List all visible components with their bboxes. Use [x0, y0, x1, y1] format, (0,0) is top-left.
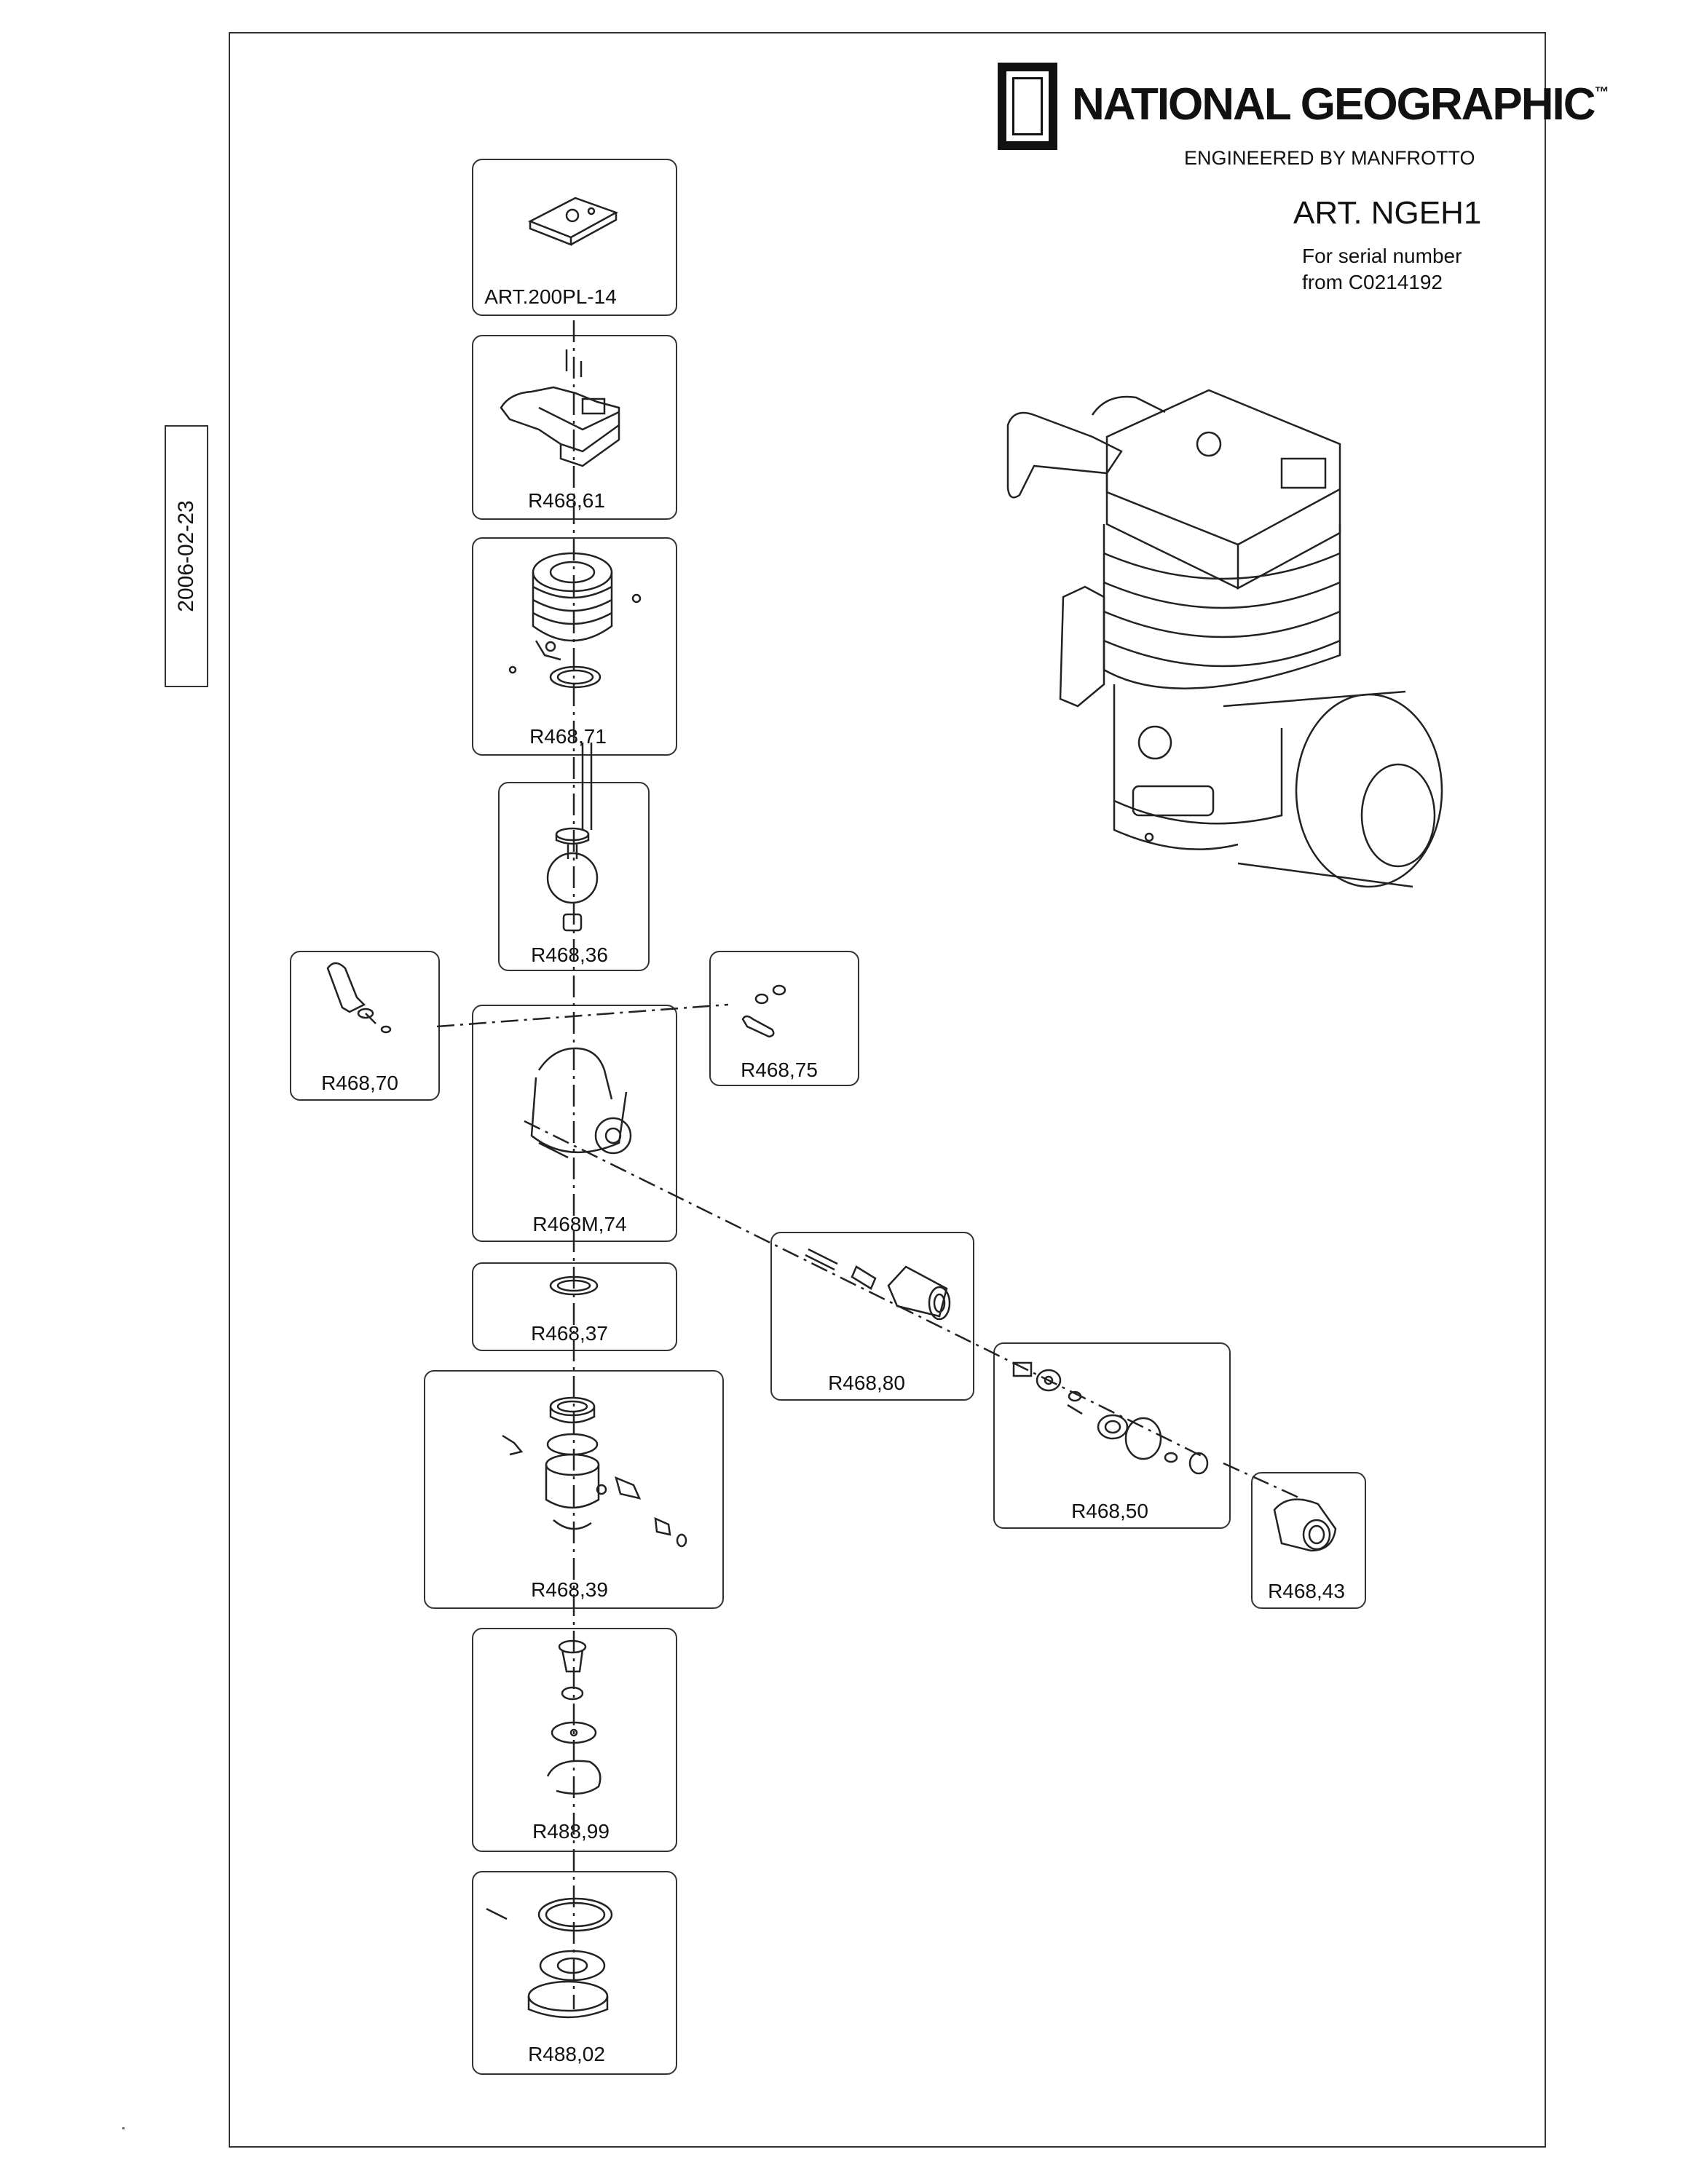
part-label: R488,02	[528, 2043, 605, 2065]
margin-mark	[122, 2127, 125, 2129]
serial-note-line2: from C0214192	[1302, 271, 1443, 293]
knob-axis-line	[436, 1003, 729, 1028]
part-label: R468,39	[531, 1578, 608, 1601]
ball-icon	[546, 827, 599, 932]
quick-release-plate-icon	[527, 197, 619, 246]
part-label: R468,70	[321, 1072, 398, 1094]
part-label: R468M,74	[532, 1213, 627, 1235]
part-label: R468,61	[528, 489, 605, 512]
part-box-r468-71[interactable]	[472, 537, 677, 756]
collar-icon	[508, 552, 642, 689]
tension-adjuster-icon	[805, 1248, 951, 1321]
clamp-assembly-icon	[500, 349, 620, 467]
part-label: ART.200PL-14	[484, 285, 617, 308]
locking-knob-icon	[326, 962, 392, 1034]
part-label: R468,80	[828, 1372, 905, 1394]
part-label: R468,50	[1071, 1500, 1148, 1522]
part-box-200pl-14[interactable]	[472, 159, 677, 316]
part-box-r468-36[interactable]	[498, 782, 650, 971]
diagonal-axis-line	[524, 1120, 1202, 1457]
part-label: R468,71	[529, 725, 607, 748]
adjuster-parts-icon	[1012, 1361, 1209, 1475]
part-label: R468,43	[1268, 1580, 1345, 1602]
part-box-r468-75[interactable]	[709, 951, 859, 1086]
assembled-ball-head-icon	[1006, 389, 1443, 888]
retaining-parts-icon	[546, 1639, 602, 1795]
drawing-frame	[229, 32, 1546, 2148]
brand-name: NATIONAL GEOGRAPHIC™	[1072, 79, 1609, 130]
pin-set-icon	[741, 984, 786, 1038]
head-body-icon	[530, 1047, 632, 1159]
panning-assembly-icon	[502, 1396, 687, 1548]
part-label: R468,36	[531, 943, 608, 966]
part-box-r468-80[interactable]	[770, 1232, 974, 1401]
date-box	[165, 425, 208, 687]
engineered-by: ENGINEERED BY MANFROTTO	[1184, 147, 1475, 169]
diagonal-axis-extension	[1223, 1462, 1304, 1501]
article-number: ART. NGEH1	[1293, 195, 1482, 231]
part-box-r468-43[interactable]	[1251, 1472, 1366, 1609]
part-label: R488,99	[532, 1820, 610, 1843]
part-label: R468,75	[741, 1059, 818, 1081]
part-label: R468,37	[531, 1322, 608, 1345]
national-geographic-logo-icon	[998, 63, 1057, 150]
ring-icon	[549, 1275, 599, 1296]
base-assembly-icon	[486, 1897, 613, 2019]
part-box-r468-50[interactable]	[993, 1342, 1231, 1529]
threaded-nut-icon	[1273, 1498, 1337, 1552]
part-box-r488-02[interactable]	[472, 1871, 677, 2075]
serial-note-line1: For serial number	[1302, 245, 1462, 267]
